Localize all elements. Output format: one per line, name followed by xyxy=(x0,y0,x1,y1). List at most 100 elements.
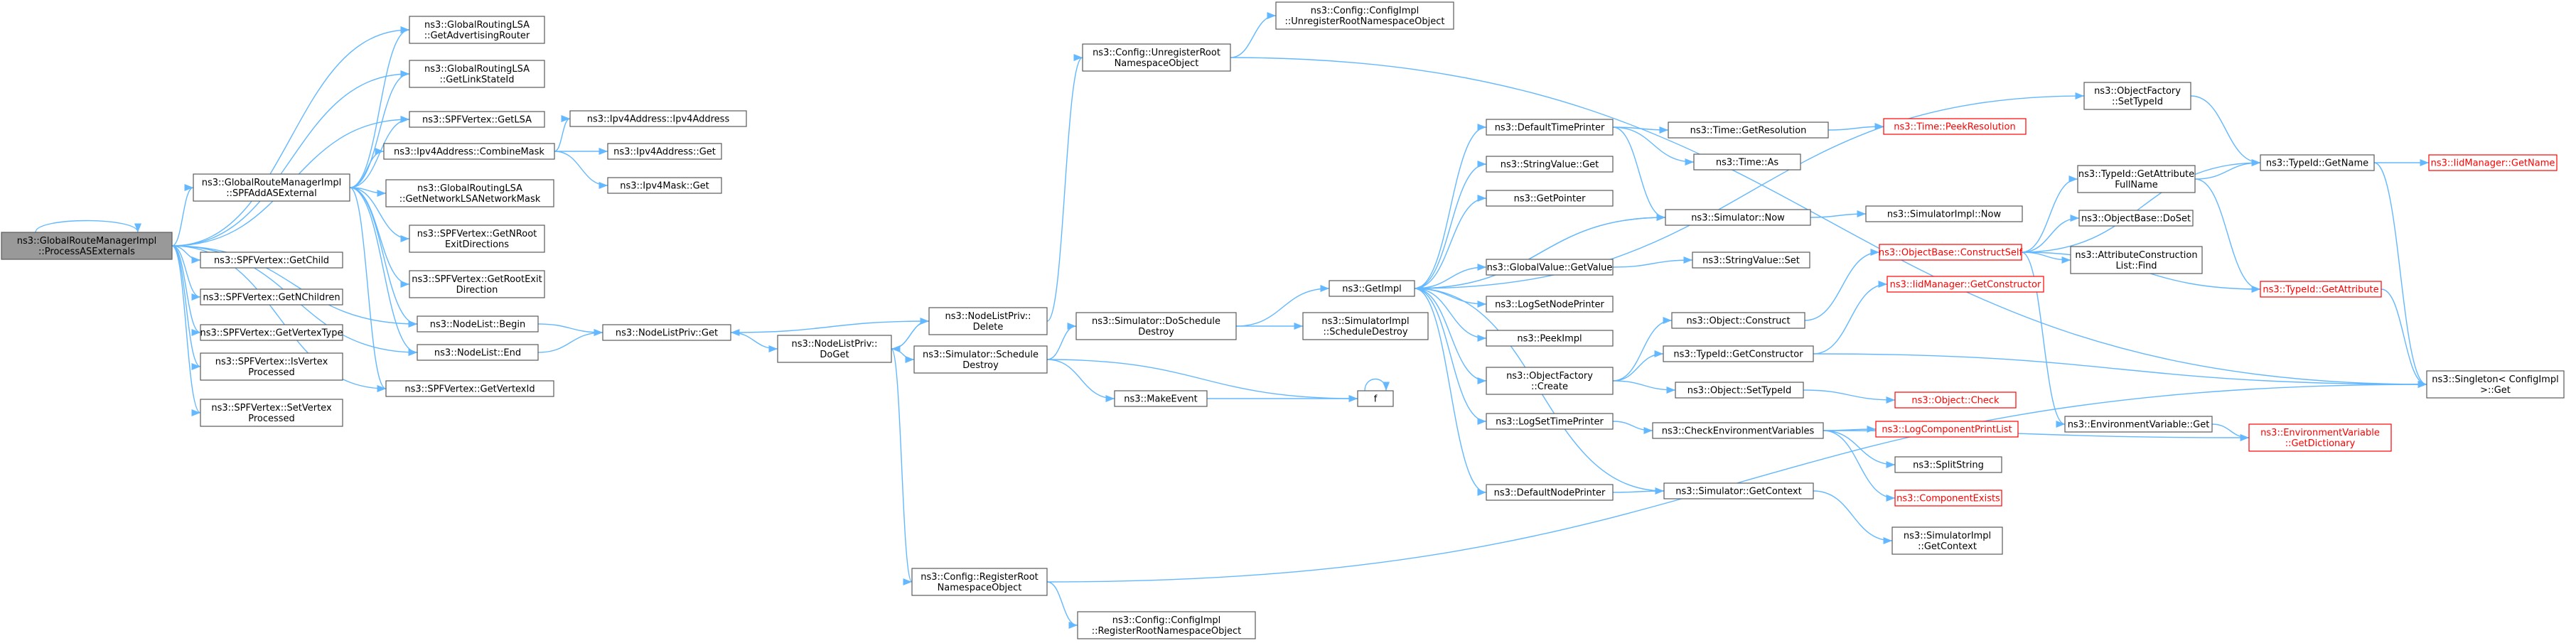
edge-nlpDelete-to-nlpGet xyxy=(730,320,930,337)
node-cfgUnreg[interactable]: ns3::Config::ConfigImpl::UnregisterRootN… xyxy=(1275,1,1454,30)
node-label: ::ScheduleDestroy xyxy=(1323,327,1407,337)
node-getLinkStateId[interactable]: ns3::GlobalRoutingLSA::GetLinkStateId xyxy=(409,60,545,88)
node-stringValueGet[interactable]: ns3::StringValue::Get xyxy=(1486,156,1614,173)
node-label: ns3::ComponentExists xyxy=(1896,494,2000,504)
node-checkEnvVars[interactable]: ns3::CheckEnvironmentVariables xyxy=(1652,422,1824,439)
node-combineMask[interactable]: ns3::Ipv4Address::CombineMask xyxy=(383,143,555,160)
edge-globalValueGetValue-to-stringValueSet xyxy=(1612,256,1693,268)
node-box xyxy=(569,110,747,127)
node-simImplNow[interactable]: ns3::SimulatorImpl::Now xyxy=(1865,205,2023,222)
node-box xyxy=(193,173,350,202)
node-box xyxy=(1486,259,1614,276)
node-nodeListBegin[interactable]: ns3::NodeList::Begin xyxy=(417,315,539,333)
node-typeIdGetName[interactable]: ns3::TypeId::GetName xyxy=(2260,154,2375,171)
node-box xyxy=(1,232,173,260)
node-simImplSchedDestroy[interactable]: ns3::SimulatorImpl::ScheduleDestroy xyxy=(1302,312,1429,340)
node-typeIdGetAttr[interactable]: ns3::TypeId::GetAttribute xyxy=(2260,281,2382,298)
node-box xyxy=(1486,484,1614,501)
node-label: ns3::EnvironmentVariable xyxy=(2260,428,2380,438)
node-nodeListEnd[interactable]: ns3::NodeList::End xyxy=(417,344,539,361)
node-getVertexId[interactable]: ns3::SPFVertex::GetVertexId xyxy=(385,380,554,397)
node-getPointer[interactable]: ns3::GetPointer xyxy=(1486,190,1614,207)
node-defaultNodePrinter[interactable]: ns3::DefaultNodePrinter xyxy=(1486,484,1614,501)
node-box xyxy=(913,345,1048,374)
node-spfGetLSA[interactable]: ns3::SPFVertex::GetLSA xyxy=(409,111,545,128)
edge-typeIdGetAttr-to-singletonGet xyxy=(2381,288,2427,388)
node-simGetContext[interactable]: ns3::Simulator::GetContext xyxy=(1663,482,1814,499)
node-compExists[interactable]: ns3::ComponentExists xyxy=(1894,490,2002,507)
node-peekImpl[interactable]: ns3::PeekImpl xyxy=(1486,330,1614,347)
node-label: ns3::NodeList::End xyxy=(434,348,521,359)
node-box xyxy=(409,16,545,44)
node-objCheck[interactable]: ns3::Object::Check xyxy=(1894,391,2017,409)
node-iidGetCtor[interactable]: ns3::IidManager::GetConstructor xyxy=(1887,276,2044,293)
node-ipv4MaskGet[interactable]: ns3::Ipv4Mask::Get xyxy=(607,177,722,194)
node-label: Processed xyxy=(248,414,295,424)
node-objBaseConstructSelf[interactable]: ns3::ObjectBase::ConstructSelf xyxy=(1879,244,2023,261)
edge-root-to-setVertexProcessed xyxy=(171,245,201,416)
node-objFactoryCreate[interactable]: ns3::ObjectFactory::Create xyxy=(1486,367,1614,395)
node-nlpDelete[interactable]: ns3::NodeListPriv::Delete xyxy=(928,307,1048,335)
node-defaultTimePrinter[interactable]: ns3::DefaultTimePrinter xyxy=(1486,119,1614,136)
edge-spfAdd-to-getVertexId xyxy=(349,187,387,392)
node-label: ns3::Config::RegisterRoot xyxy=(921,572,1039,583)
node-label: >::Get xyxy=(2480,385,2511,396)
node-objFactorySetTypeId[interactable]: ns3::ObjectFactory::SetTypeId xyxy=(2083,82,2191,110)
node-f[interactable]: f xyxy=(1357,390,1394,407)
node-objConstruct[interactable]: ns3::Object::Construct xyxy=(1671,312,1805,329)
node-timeGetRes[interactable]: ns3::Time::GetResolution xyxy=(1668,121,1829,139)
edge-root-to-root xyxy=(35,220,141,233)
node-nlpDoGet[interactable]: ns3::NodeListPriv::DoGet xyxy=(777,335,892,363)
node-timeAs[interactable]: ns3::Time::As xyxy=(1693,153,1801,171)
node-getVertexType[interactable]: ns3::SPFVertex::GetVertexType xyxy=(200,324,343,341)
node-globalValueGetValue[interactable]: ns3::GlobalValue::GetValue xyxy=(1486,259,1614,276)
node-splitString[interactable]: ns3::SplitString xyxy=(1894,456,2002,473)
node-logSetTimePrinter[interactable]: ns3::LogSetTimePrinter xyxy=(1486,413,1614,430)
node-envVarGet[interactable]: ns3::EnvironmentVariable::Get xyxy=(2064,416,2213,433)
node-getNetMask[interactable]: ns3::GlobalRoutingLSA::GetNetworkLSANetw… xyxy=(385,179,554,207)
node-getAdvRouter[interactable]: ns3::GlobalRoutingLSA::GetAdvertisingRou… xyxy=(409,16,545,44)
node-cfgReg[interactable]: ns3::Config::ConfigImpl::RegisterRootNam… xyxy=(1077,611,1256,639)
node-unregRoot[interactable]: ns3::Config::UnregisterRootNamespaceObje… xyxy=(1082,43,1231,72)
node-label: ns3::Ipv4Mask::Get xyxy=(620,181,709,192)
node-typeIdGetCtor[interactable]: ns3::TypeId::GetConstructor xyxy=(1663,345,1814,362)
node-regRoot[interactable]: ns3::Config::RegisterRootNamespaceObject xyxy=(911,568,1048,596)
node-root[interactable]: ns3::GlobalRouteManagerImpl::ProcessASEx… xyxy=(1,232,173,260)
node-objSetTypeId[interactable]: ns3::Object::SetTypeId xyxy=(1675,382,1804,399)
node-singletonGet[interactable]: ns3::Singleton< ConfigImpl >::Get xyxy=(2426,370,2565,399)
edge-typeIdGetCtor-to-singletonGet xyxy=(1813,353,2427,389)
node-timePeekRes[interactable]: ns3::Time::PeekResolution xyxy=(1883,118,2027,135)
node-simSchedDestroy[interactable]: ns3::Simulator::ScheduleDestroy xyxy=(913,345,1048,374)
node-getNChildren[interactable]: ns3::SPFVertex::GetNChildren xyxy=(200,288,343,306)
node-logCompPrintList[interactable]: ns3::LogComponentPrintList xyxy=(1875,421,2019,438)
node-getImpl[interactable]: ns3::GetImpl xyxy=(1329,280,1415,297)
node-box xyxy=(1894,490,2002,507)
node-stringValueSet[interactable]: ns3::StringValue::Set xyxy=(1692,252,1810,269)
node-nlpGet[interactable]: ns3::NodeListPriv::Get xyxy=(602,324,731,341)
node-label: Delete xyxy=(973,322,1004,333)
node-spfAdd[interactable]: ns3::GlobalRouteManagerImpl::SPFAddASExt… xyxy=(193,173,350,202)
node-ipv4Ctor[interactable]: ns3::Ipv4Address::Ipv4Address xyxy=(569,110,747,127)
node-box xyxy=(409,270,545,298)
node-box xyxy=(1693,153,1801,171)
node-getChild[interactable]: ns3::SPFVertex::GetChild xyxy=(200,252,343,269)
node-logSetNodePrinter[interactable]: ns3::LogSetNodePrinter xyxy=(1486,296,1614,313)
node-envVarGetDict[interactable]: ns3::EnvironmentVariable::GetDictionary xyxy=(2248,423,2392,452)
node-makeEvent[interactable]: ns3::MakeEvent xyxy=(1114,390,1208,407)
node-simNow[interactable]: ns3::Simulator::Now xyxy=(1665,209,1811,226)
edge-typeIdGetCtor-to-iidGetCtor xyxy=(1813,280,1888,355)
node-box xyxy=(1668,121,1829,139)
node-simImplGetContext[interactable]: ns3::SimulatorImpl::GetContext xyxy=(1891,526,2003,555)
node-objBaseDoSet[interactable]: ns3::ObjectBase::DoSet xyxy=(2078,210,2194,227)
node-ipv4Get[interactable]: ns3::Ipv4Address::Get xyxy=(607,143,722,160)
node-box xyxy=(1894,456,2002,473)
node-iidGetName[interactable]: ns3::IidManager::GetName xyxy=(2428,154,2558,171)
